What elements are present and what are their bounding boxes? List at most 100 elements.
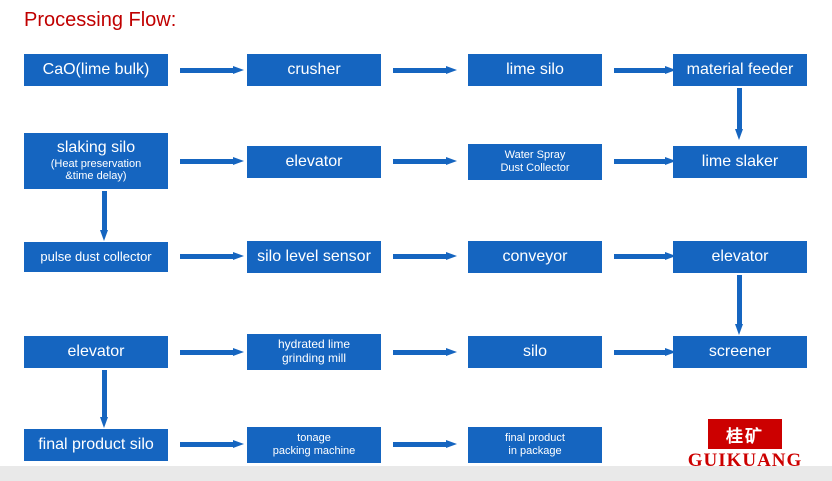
node-elevator-row3[interactable]: elevator (673, 241, 807, 273)
node-pulse-dust-collector-label: pulse dust collector (40, 248, 152, 264)
node-tonage-packing-machine[interactable]: tonage packing machine (247, 427, 381, 463)
arrow-shaft (393, 68, 446, 73)
node-silo-level-sensor[interactable]: silo level sensor (247, 241, 381, 273)
arrow-cao-to-crusher (180, 66, 244, 75)
arrow-shaft (614, 159, 665, 164)
arrow-shaft (393, 350, 446, 355)
arrow-shaft (393, 442, 446, 447)
node-slaking-silo[interactable]: slaking silo (Heat preservation &time de… (24, 133, 168, 189)
arrow-head (735, 324, 743, 335)
arrow-head (100, 417, 108, 428)
node-silo-label: silo (522, 342, 547, 360)
arrow-shaft (102, 370, 107, 417)
arrow-elevator-to-water-spray (393, 157, 457, 166)
node-screener-label: screener (708, 342, 772, 360)
arrow-shaft (737, 275, 742, 324)
arrow-material-feeder-to-lime-slaker (735, 88, 744, 140)
arrow-elevator-to-screener (735, 275, 744, 335)
node-pulse-dust-collector[interactable]: pulse dust collector (24, 242, 168, 272)
arrow-lime-silo-to-material-feeder (614, 66, 676, 75)
node-conveyor-label: conveyor (502, 247, 568, 265)
node-in-package-line1: final product (505, 432, 565, 445)
arrow-head (233, 440, 244, 448)
node-elevator-row4-label: elevator (67, 342, 125, 360)
arrow-shaft (102, 191, 107, 230)
node-packing-line2: packing machine (272, 445, 356, 457)
arrow-silo-to-screener (614, 348, 676, 357)
node-silo-level-sensor-label: silo level sensor (257, 247, 371, 265)
node-elevator-row3-label: elevator (711, 247, 769, 265)
arrow-head (100, 230, 108, 241)
arrow-final-product-silo-to-packing (180, 440, 244, 449)
arrow-pulse-dust-collector-to-silo-level-sensor (180, 252, 244, 261)
node-crusher-label: crusher (287, 60, 341, 78)
arrow-head (446, 440, 457, 448)
arrow-head (665, 348, 676, 356)
node-crusher[interactable]: crusher (247, 54, 381, 86)
arrow-head (665, 252, 676, 260)
node-slaking-silo-sub1: (Heat preservation (50, 157, 142, 170)
page-title: Processing Flow: (24, 9, 177, 31)
node-in-package-line2: in package (508, 445, 562, 457)
arrow-head (446, 348, 457, 356)
node-hydrated-lime-grinding-mill[interactable]: hydrated lime grinding mill (247, 334, 381, 370)
arrow-slaking-silo-to-pulse-dust-collector (100, 191, 109, 241)
arrow-shaft (180, 68, 233, 73)
arrow-elevator-to-grinding-mill (180, 348, 244, 357)
node-packing-line1: tonage (297, 432, 331, 445)
logo-badge-cn: 桂矿 (708, 419, 782, 449)
node-cao-lime-bulk[interactable]: CaO(lime bulk) (24, 54, 168, 86)
arrow-head (446, 252, 457, 260)
node-screener[interactable]: screener (673, 336, 807, 368)
arrow-water-spray-to-lime-slaker (614, 157, 676, 166)
arrow-shaft (393, 254, 446, 259)
arrow-grinding-mill-to-silo (393, 348, 457, 357)
arrow-shaft (737, 88, 742, 129)
arrow-shaft (180, 159, 233, 164)
arrow-slaking-silo-to-elevator (180, 157, 244, 166)
arrow-crusher-to-lime-silo (393, 66, 457, 75)
company-logo: 桂矿 GUIKUANG (672, 419, 818, 473)
arrow-head (233, 348, 244, 356)
logo-name: GUIKUANG (687, 450, 803, 471)
node-cao-lime-bulk-label: CaO(lime bulk) (42, 60, 150, 78)
node-grinding-mill-line2: grinding mill (281, 351, 347, 365)
arrow-head (446, 157, 457, 165)
arrow-elevator-to-final-product-silo (100, 370, 109, 428)
node-lime-slaker-label: lime slaker (701, 152, 779, 170)
node-elevator-row4[interactable]: elevator (24, 336, 168, 368)
arrow-head (446, 66, 457, 74)
node-slaking-silo-sub2: &time delay) (65, 170, 127, 183)
arrow-head (233, 252, 244, 260)
arrow-head (233, 157, 244, 165)
node-material-feeder[interactable]: material feeder (673, 54, 807, 86)
node-water-spray-line2: Dust Collector (500, 162, 570, 174)
arrow-head (735, 129, 743, 140)
arrow-shaft (180, 254, 233, 259)
node-lime-slaker[interactable]: lime slaker (673, 146, 807, 178)
arrow-shaft (614, 350, 665, 355)
node-elevator-row2[interactable]: elevator (247, 146, 381, 178)
node-water-spray-dust-collector[interactable]: Water Spray Dust Collector (468, 144, 602, 180)
node-silo[interactable]: silo (468, 336, 602, 368)
node-material-feeder-label: material feeder (686, 60, 794, 78)
arrow-shaft (614, 254, 665, 259)
node-final-product-silo[interactable]: final product silo (24, 429, 168, 461)
node-grinding-mill-line1: hydrated lime (277, 337, 351, 352)
node-elevator-row2-label: elevator (285, 152, 343, 170)
node-lime-silo[interactable]: lime silo (468, 54, 602, 86)
node-final-product-in-package[interactable]: final product in package (468, 427, 602, 463)
arrow-head (665, 157, 676, 165)
node-water-spray-line1: Water Spray (504, 149, 566, 162)
arrow-conveyor-to-elevator (614, 252, 676, 261)
node-slaking-silo-label: slaking silo (56, 139, 136, 157)
arrow-packing-to-final-product-in-package (393, 440, 457, 449)
arrow-head (665, 66, 676, 74)
node-conveyor[interactable]: conveyor (468, 241, 602, 273)
node-final-product-silo-label: final product silo (38, 435, 154, 453)
bottom-strip (0, 466, 832, 481)
arrow-head (233, 66, 244, 74)
arrow-shaft (180, 350, 233, 355)
node-lime-silo-label: lime silo (506, 60, 564, 78)
